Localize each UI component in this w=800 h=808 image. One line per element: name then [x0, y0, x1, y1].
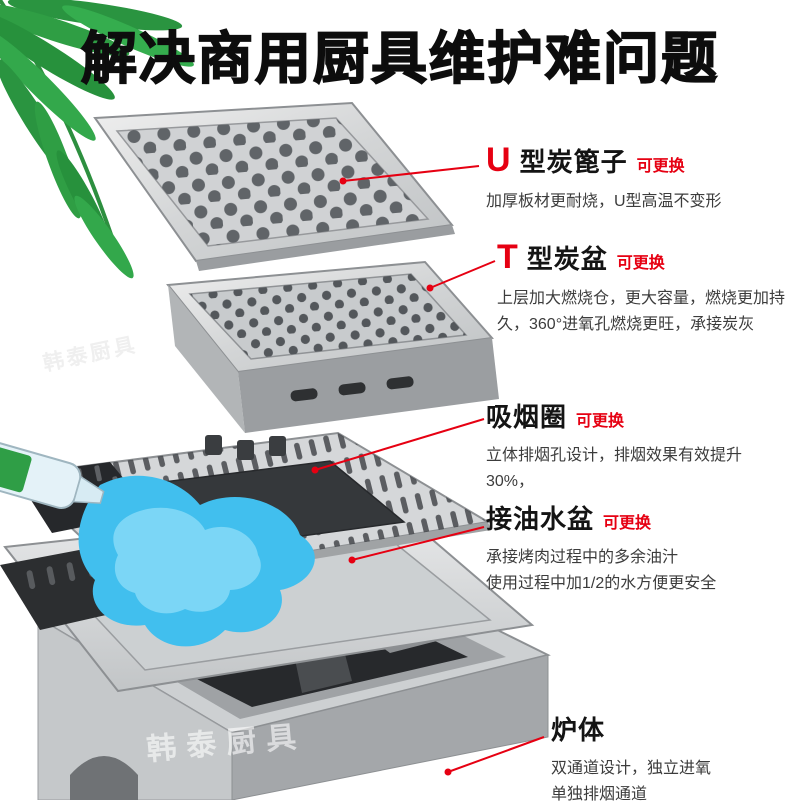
callout-desc: 加厚板材更耐烧，U型高温不变形	[486, 193, 722, 210]
callout-desc: 承接烤肉过程中的多余油汁 使用过程中加1/2的水方便更安全	[486, 549, 717, 592]
callout-desc: 上层加大燃烧仓，更大容量，燃烧更加持久，360°进氧孔燃烧更旺，承接炭灰	[497, 290, 786, 333]
page-title: 解决商用厨具维护难问题	[80, 26, 719, 91]
callout-prefix: T	[497, 238, 518, 276]
replaceable-badge: 可更换	[616, 255, 665, 272]
callout-heading: 接油水盆 可更换	[486, 499, 794, 536]
callout-heading: U 型炭篦子 可更换	[486, 141, 791, 180]
exploded-grill-illustration	[0, 101, 551, 800]
replaceable-badge: 可更换	[603, 515, 652, 532]
pouring-water-illustration	[78, 475, 315, 647]
callout-desc: 立体排烟孔设计，排烟效果有效提升30%，	[486, 447, 743, 490]
charcoal-basin-part	[166, 260, 499, 460]
callout-heading: 炉体	[551, 710, 791, 747]
callout-heading: 吸烟圈 可更换	[486, 397, 784, 434]
callout-water-basin: 接油水盆 可更换 承接烤肉过程中的多余油汁 使用过程中加1/2的水方便更安全	[486, 499, 794, 597]
callout-prefix: U	[486, 141, 511, 179]
water-bottle-illustration	[0, 433, 105, 510]
replaceable-badge: 可更换	[636, 158, 685, 175]
charcoal-grate-part	[93, 101, 455, 271]
callout-heading: T 型炭盆 可更换	[497, 238, 793, 277]
callout-desc: 双通道设计，独立进氧 单独排烟通道	[551, 760, 712, 803]
callout-name: 吸烟圈	[486, 402, 568, 432]
callout-name: 型炭盆	[526, 244, 608, 274]
callout-name: 接油水盆	[486, 504, 595, 534]
replaceable-badge: 可更换	[576, 413, 625, 430]
callout-charcoal-basin: T 型炭盆 可更换 上层加大燃烧仓，更大容量，燃烧更加持久，360°进氧孔燃烧更…	[497, 238, 793, 338]
callout-stove-body: 炉体 双通道设计，独立进氧 单独排烟通道	[551, 710, 791, 808]
callout-charcoal-grate: U 型炭篦子 可更换 加厚板材更耐烧，U型高温不变形	[486, 141, 791, 215]
callout-smoke-ring: 吸烟圈 可更换 立体排烟孔设计，排烟效果有效提升30%，	[486, 397, 784, 495]
callout-name: 型炭篦子	[519, 147, 628, 177]
callout-name: 炉体	[551, 715, 606, 745]
